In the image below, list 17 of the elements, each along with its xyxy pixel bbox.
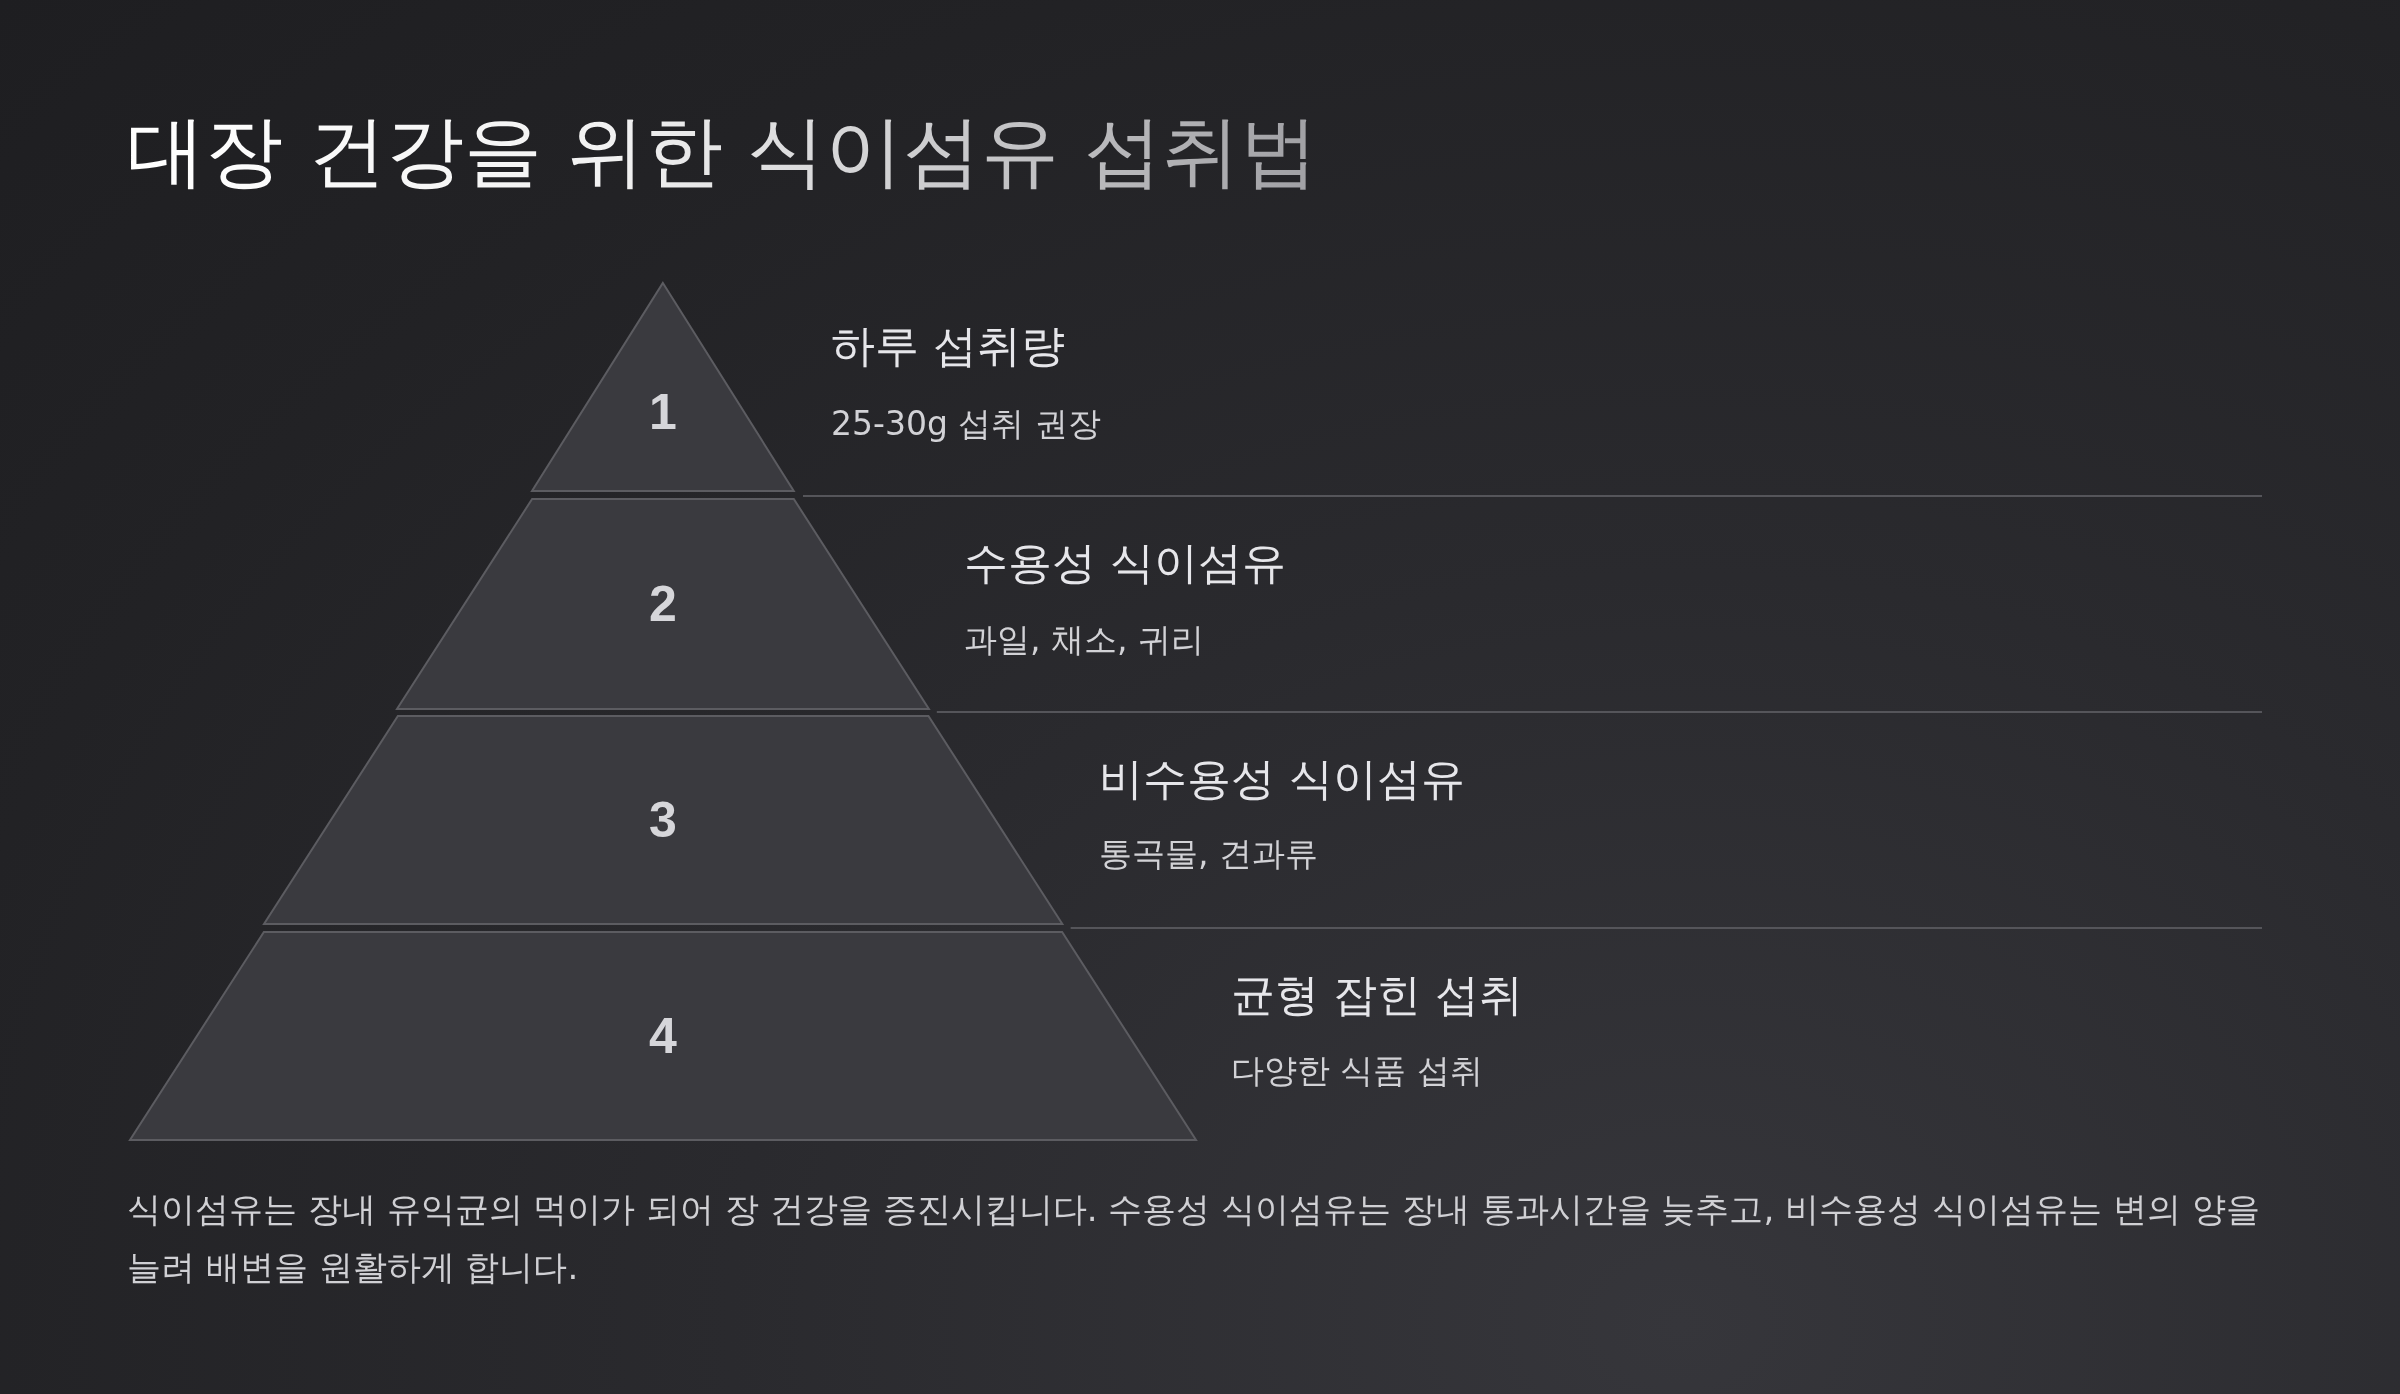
pyramid-tier [263,716,1063,924]
tier-description: 25-30g 섭취 권장 [831,402,1101,445]
pyramid-tier [130,932,1196,1140]
caption: 식이섬유는 장내 유익균의 먹이가 되어 장 건강을 증진시킵니다. 수용성 식이섬유는 장내 통과시간을 늦추고, 비수용성 식이섬유는 변의 양을 늘려 배변을 원활하게 합니다. [127,1188,2261,1289]
tier-heading: 균형 잡힌 섭취 [1231,967,1523,1022]
tier-description: 다양한 식품 섭취 [1231,1049,1483,1092]
tier-number: 4 [649,1007,677,1065]
tier-heading: 비수용성 식이섬유 [1099,751,1465,806]
tier-number: 2 [649,575,677,633]
tier-number: 3 [649,791,677,849]
pyramid-triangle [532,283,794,491]
tier-description: 과일, 채소, 귀리 [964,618,1204,661]
tier-number: 1 [649,382,677,441]
tier-heading: 하루 섭취량 [831,318,1065,373]
pyramid-tier [397,499,929,709]
tier-description: 통곡물, 견과류 [1099,832,1318,875]
tier-heading: 수용성 식이섬유 [964,535,1286,590]
